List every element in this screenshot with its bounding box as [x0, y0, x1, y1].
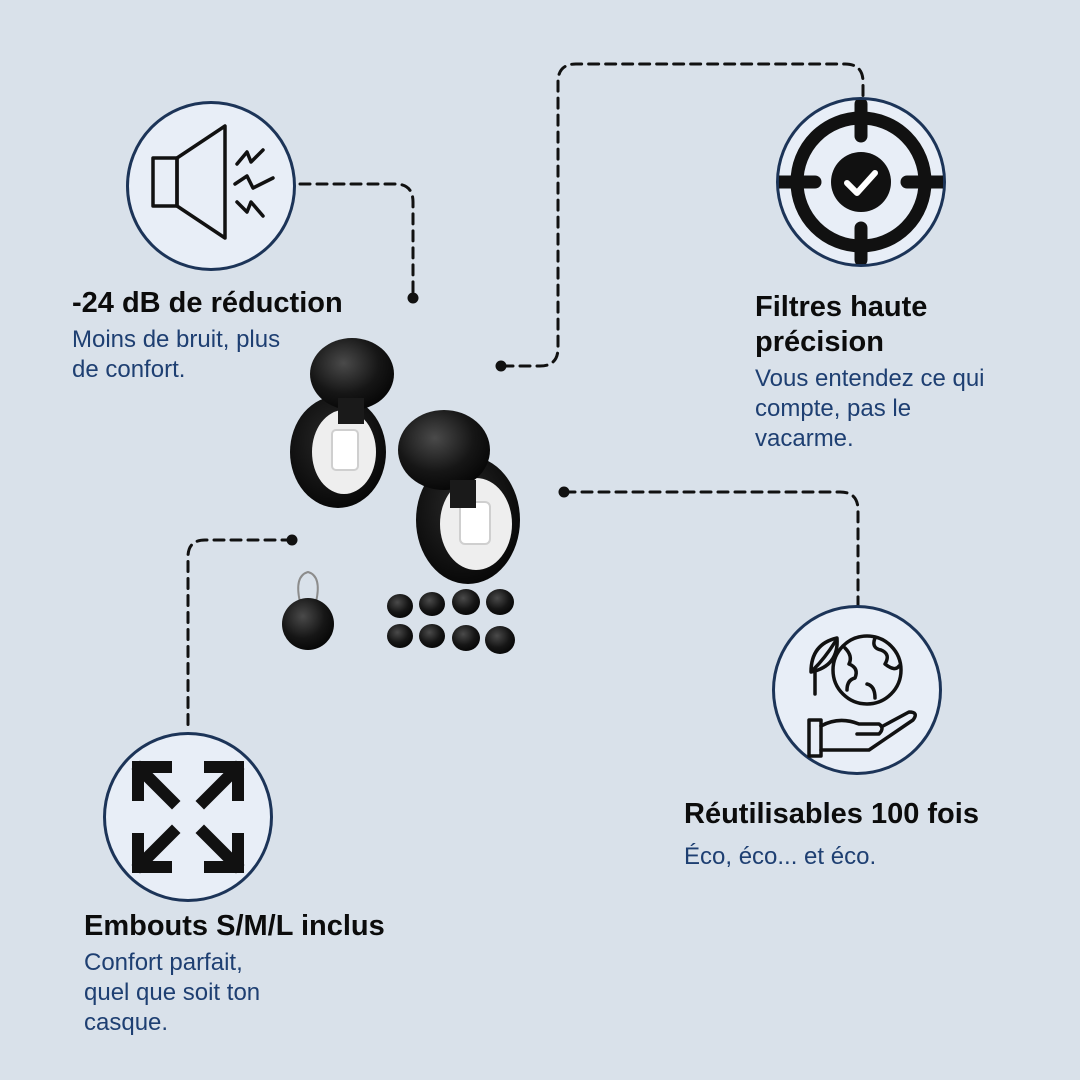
feature-description: Confort parfait, quel que soit ton casqu…: [84, 949, 261, 1036]
earplug-product-image: [282, 338, 520, 654]
feature-title: Filtres haute précision: [755, 291, 928, 358]
earplug-right: [398, 410, 520, 584]
expand-arrows-icon: [131, 760, 245, 874]
connector-dot: [286, 534, 298, 546]
reduction-icon-circle: [126, 101, 296, 271]
connector-dot: [558, 486, 570, 498]
carry-case: [282, 570, 334, 650]
earplug-left: [290, 338, 394, 508]
target-check-icon: [779, 100, 943, 264]
connector-reusable: [563, 490, 860, 607]
feature-tips: Embouts S/M/L inclus Confort parfait, qu…: [84, 909, 444, 1038]
feature-description: Moins de bruit, plus de confort.: [72, 326, 281, 383]
feature-description: Vous entendez ce qui compte, pas le vaca…: [755, 365, 985, 452]
filters-icon-circle: [776, 97, 946, 267]
connector-reduction: [298, 182, 415, 298]
speaker-noise-icon: [151, 124, 275, 240]
connector-filters: [501, 62, 865, 368]
earth-hand-icon: [807, 634, 917, 758]
spare-tips: [387, 589, 515, 654]
connector-tips: [186, 538, 294, 732]
feature-description: Éco, éco... et éco.: [684, 843, 877, 870]
connector-dot: [407, 292, 419, 304]
feature-title: Réutilisables 100 fois: [684, 798, 979, 830]
feature-title: -24 dB de réduction: [72, 287, 343, 319]
feature-reduction: -24 dB de réduction Moins de bruit, plus…: [72, 286, 392, 385]
feature-title: Embouts S/M/L inclus: [84, 910, 385, 942]
feature-filters: Filtres haute précision Vous entendez ce…: [755, 290, 1055, 454]
connector-dot: [495, 360, 507, 372]
feature-reusable: Réutilisables 100 fois Éco, éco... et éc…: [684, 797, 1044, 872]
tips-icon-circle: [103, 732, 273, 902]
reusable-icon-circle: [772, 605, 942, 775]
